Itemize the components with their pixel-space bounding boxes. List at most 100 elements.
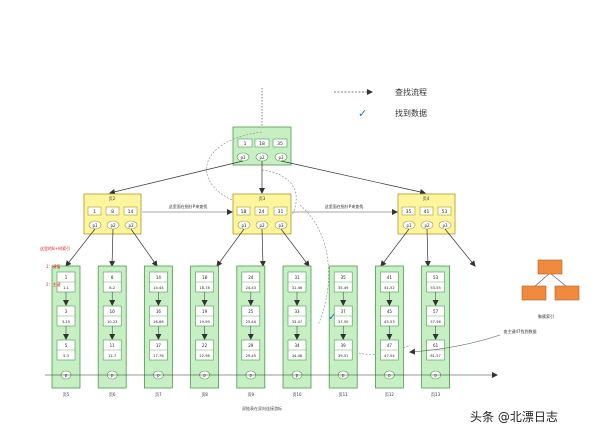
leaf-key: 57	[433, 309, 439, 314]
leaf-row-value: 19-99	[199, 320, 210, 324]
leaf-row-value: 61-57	[430, 354, 440, 358]
index-note-item: 1：键值	[46, 264, 61, 269]
mini-tree-caption: 聚簇索引	[538, 313, 554, 319]
leaf-key: 41	[387, 275, 393, 280]
internal-key: 35	[406, 209, 412, 215]
internal-key: 41	[424, 209, 430, 215]
internal-pointer: p1	[406, 223, 412, 228]
internal-pointer: p2	[424, 223, 430, 228]
edge-root-page4	[280, 160, 426, 195]
leaf-row-value: 10-23	[107, 320, 117, 324]
leaf-page-label: 页11	[339, 392, 349, 397]
index-note-title: 这里的B+树索引	[40, 246, 71, 251]
leaf-row-value: 41-52	[384, 286, 394, 290]
internal-key: 24	[259, 209, 265, 215]
leaf-row-value: 24-43	[246, 286, 256, 290]
leaf-key: 33	[294, 309, 300, 314]
leaf-page-label: 页10	[292, 392, 302, 397]
leaf-row-value: 8-2	[109, 286, 115, 290]
scan-caption-left: 这里面在指针P来查找	[169, 203, 207, 209]
internal-pointer: p1	[92, 223, 98, 228]
leaf-key: 47	[387, 343, 393, 348]
internal-node-page4: 页4 35 41 53 p1 p2 p3	[397, 193, 456, 235]
internal-pointer: p3	[128, 223, 134, 228]
leaf-key: 1	[65, 275, 68, 280]
range-caption: 查主键47找到数据	[503, 328, 536, 334]
leaf-row-value: 25-44	[246, 320, 257, 324]
internal-pointer: p3	[278, 223, 284, 228]
leaf-row-value: 18-78	[199, 286, 210, 290]
scan-caption-right: 这里面在指针P来查找	[325, 203, 363, 209]
root-key-2: 18	[259, 141, 265, 147]
leaf-row-value: 22-98	[199, 354, 210, 358]
internal-key: 31	[278, 209, 284, 215]
leaf-key: 61	[433, 343, 439, 348]
internal-key: 14	[128, 209, 134, 215]
leaf-key: 24	[248, 275, 254, 280]
leaf-row-value: 39-51	[338, 354, 348, 358]
root-pointer-2: p2	[259, 155, 265, 160]
leaf-key: 17	[156, 343, 162, 348]
internal-key: 18	[241, 209, 247, 215]
leaf-key: 8	[111, 275, 114, 280]
leaf-page-label: 页5	[63, 392, 70, 397]
leaf-page-label: 页13	[431, 392, 441, 397]
leaf-page-label: 页12	[385, 392, 395, 397]
mini-index-tree	[521, 259, 580, 301]
watermark: 头条 @北漂日志	[470, 410, 558, 424]
leaf-row-value: 34-48	[292, 354, 303, 358]
bottom-caption: 双链表在双向连接游标	[242, 405, 282, 411]
leaf-key: 29	[248, 343, 254, 348]
leaf-key: 5	[65, 343, 68, 348]
leaf-row-value: 45-53	[384, 320, 394, 324]
leaf-key: 39	[341, 343, 347, 348]
internal-key: 8	[111, 209, 114, 215]
legend-search-flow: 查找流程	[395, 88, 427, 97]
found-check-icon: ✓	[328, 312, 336, 323]
internal-node-label: 页4	[423, 196, 430, 201]
internal-to-leaf-edges	[65, 228, 476, 267]
leaf-row-value: 37-50	[338, 320, 349, 324]
leaf-key: 14	[156, 275, 162, 280]
legend-found-data: 找到数据	[395, 109, 427, 118]
leaf-key: 31	[294, 275, 300, 280]
leaf-key: 53	[433, 275, 439, 280]
leaf-row-value: 35-49	[338, 286, 349, 290]
internal-pointer: p3	[442, 223, 448, 228]
root-pointer-1: p1	[240, 155, 246, 160]
leaf-pages: 11-133-1055-3p页588-21010-231111-7p页61414…	[51, 265, 451, 397]
leaf-row-value: 17-76	[153, 354, 164, 358]
leaf-page-label: 页9	[248, 392, 255, 397]
root-pointer-3: p3	[278, 155, 284, 160]
leaf-row-value: 53-55	[430, 286, 440, 290]
index-note-item: 2：主键	[46, 282, 61, 287]
leaf-key: 11	[110, 343, 116, 348]
leaf-key: 22	[202, 343, 208, 348]
leaf-page-label: 页8	[201, 392, 208, 397]
leaf-row-value: 29-45	[246, 354, 256, 358]
index-note: 这里的B+树索引 1：键值 2：主键	[40, 234, 70, 294]
leaf-row-value: 5-3	[63, 354, 69, 358]
leaf-key: 18	[202, 275, 208, 280]
range-arrow	[409, 334, 501, 355]
leaf-key: 25	[248, 309, 254, 314]
internal-pointer: p2	[259, 223, 265, 228]
leaf-page-label: 页6	[109, 392, 116, 397]
internal-node-page3: 页3 18 24 31 p1 p2 p3	[232, 193, 292, 235]
leaf-key: 3	[65, 309, 68, 314]
leaf-key: 16	[156, 309, 162, 314]
leaf-row-value: 11-7	[108, 354, 116, 358]
leaf-row-value: 3-10	[62, 320, 71, 324]
internal-node-label: 页2	[109, 196, 116, 201]
leaf-row-value: 14-44	[153, 286, 164, 290]
leaf-key: 37	[341, 309, 347, 314]
root-key-1: 1	[244, 141, 247, 147]
